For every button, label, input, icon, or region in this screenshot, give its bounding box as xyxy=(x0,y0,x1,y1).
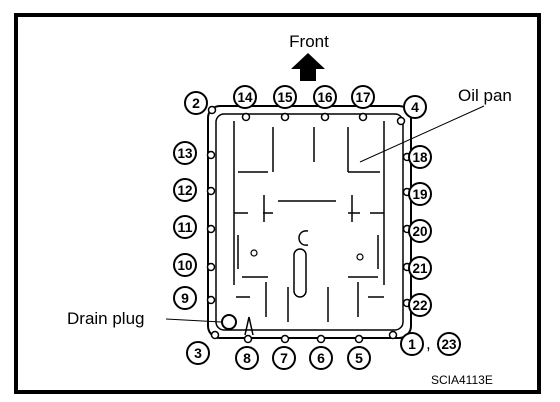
callout-number: 5 xyxy=(355,350,363,366)
callout-number: 1 xyxy=(408,336,416,352)
pan-holes xyxy=(250,249,364,261)
bolt-callout-23: 23 xyxy=(437,332,461,356)
callout-circle xyxy=(408,293,432,317)
callout-number: 10 xyxy=(178,257,193,273)
callout-circle xyxy=(272,346,296,370)
bolt-callout-16: 16 xyxy=(313,85,337,109)
drain-plug-icon xyxy=(221,314,237,330)
oil-pan-body xyxy=(207,105,412,339)
callout-number: 22 xyxy=(413,297,428,313)
bolt-callout-12: 12 xyxy=(173,178,197,202)
bolt-callout-14: 14 xyxy=(233,85,257,109)
bolt-callout-5: 5 xyxy=(347,346,371,370)
bolt-callout-21: 21 xyxy=(408,256,432,280)
callout-circle xyxy=(173,215,197,239)
callout-circle xyxy=(408,145,432,169)
callout-number: 14 xyxy=(238,89,253,105)
figure-code: SCIA4113E xyxy=(431,373,493,387)
callout-circle xyxy=(408,219,432,243)
callout-number: 7 xyxy=(280,350,288,366)
callout-circle xyxy=(351,85,375,109)
oil-pan-diagram: Front xyxy=(67,32,512,387)
oil-pan-ribs xyxy=(233,121,385,322)
callout-number: 8 xyxy=(243,350,251,366)
callout-circle xyxy=(400,332,424,356)
callout-comma: , xyxy=(426,334,431,353)
callout-circle xyxy=(235,346,259,370)
drain-plug-leader xyxy=(165,318,222,323)
callout-number: 9 xyxy=(181,290,189,306)
callout-circle xyxy=(273,85,297,109)
callout-circle xyxy=(437,332,461,356)
oil-pan-label: Oil pan xyxy=(458,86,512,105)
drain-plug-label: Drain plug xyxy=(67,309,145,328)
callout-circle xyxy=(309,346,333,370)
callout-circle xyxy=(403,95,427,119)
drain-tab-icon xyxy=(244,316,254,336)
oil-pan-leader xyxy=(359,105,485,163)
callout-number: 21 xyxy=(413,260,428,276)
callout-number: 17 xyxy=(356,89,371,105)
callout-number: 2 xyxy=(192,95,200,111)
callout-number: 3 xyxy=(194,345,202,361)
bolt-callout-1: 1 xyxy=(400,332,424,356)
front-arrow-icon xyxy=(291,53,325,81)
callout-circle xyxy=(173,178,197,202)
bolt-callout-4: 4 xyxy=(403,95,427,119)
callout-circle xyxy=(408,256,432,280)
bolt-callout-15: 15 xyxy=(273,85,297,109)
bolt-callout-2: 2 xyxy=(184,91,208,115)
callout-number: 19 xyxy=(413,186,428,202)
callout-number: 13 xyxy=(178,145,193,161)
bolt-callout-19: 19 xyxy=(408,182,432,206)
diagram-frame: Front xyxy=(14,13,541,394)
callout-circle xyxy=(347,346,371,370)
bolt-callout-11: 11 xyxy=(173,215,197,239)
callout-number: 12 xyxy=(178,182,193,198)
callout-number: 16 xyxy=(318,89,333,105)
front-label: Front xyxy=(289,32,329,51)
bolt-callout-22: 22 xyxy=(408,293,432,317)
callout-number: 20 xyxy=(413,223,428,239)
bolt-callout-20: 20 xyxy=(408,219,432,243)
callout-number: 6 xyxy=(317,350,325,366)
callout-circle xyxy=(233,85,257,109)
callout-circle xyxy=(173,141,197,165)
callout-circle xyxy=(186,341,210,365)
callout-circle xyxy=(173,253,197,277)
bolt-callout-3: 3 xyxy=(186,341,210,365)
bolt-callout-8: 8 xyxy=(235,346,259,370)
callout-number: 4 xyxy=(411,99,419,115)
bolt-callout-6: 6 xyxy=(309,346,333,370)
callout-number: 23 xyxy=(442,336,457,352)
bolt-holes xyxy=(206,105,412,344)
bolt-callout-10: 10 xyxy=(173,253,197,277)
bolt-callout-18: 18 xyxy=(408,145,432,169)
bolt-callout-7: 7 xyxy=(272,346,296,370)
bolt-callout-9: 9 xyxy=(173,286,197,310)
bolt-callout-17: 17 xyxy=(351,85,375,109)
callout-number: 15 xyxy=(278,89,293,105)
callout-number: 11 xyxy=(178,219,193,235)
callout-circle xyxy=(408,182,432,206)
callout-circle xyxy=(313,85,337,109)
callout-number: 18 xyxy=(413,149,428,165)
callout-circle xyxy=(184,91,208,115)
callout-circle xyxy=(173,286,197,310)
bolt-callout-13: 13 xyxy=(173,141,197,165)
